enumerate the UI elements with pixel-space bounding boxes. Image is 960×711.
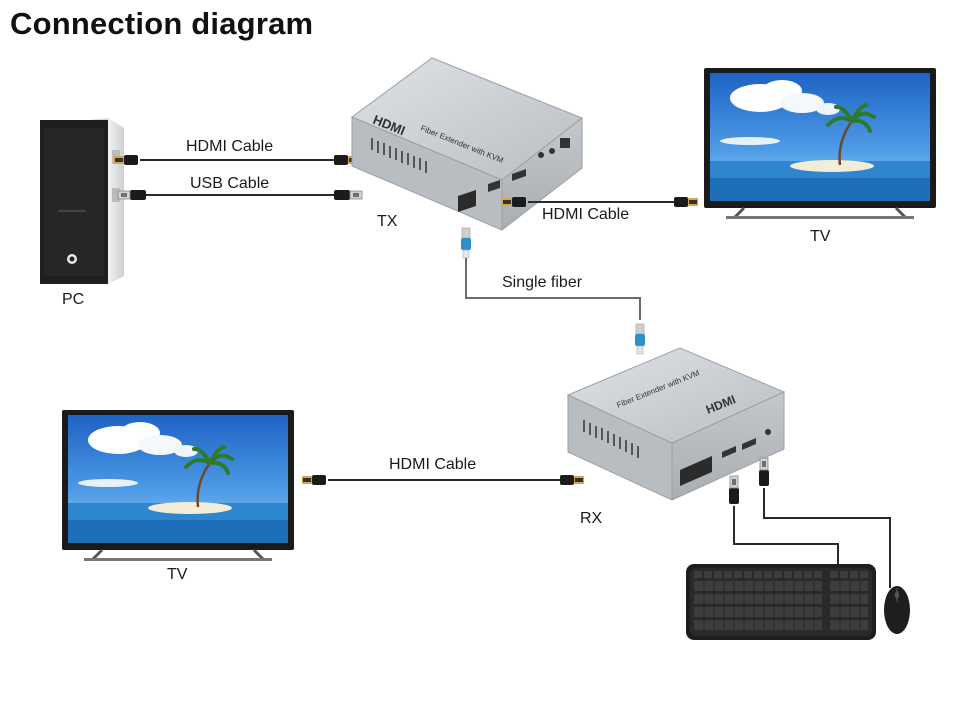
hdmi-cable-tv-bottom-label: HDMI Cable xyxy=(389,456,477,473)
tv-bottom-icon xyxy=(62,410,294,561)
hdmi-cable-pc-label: HDMI Cable xyxy=(186,138,274,155)
tv-bottom-label: TV xyxy=(167,566,188,583)
tv-top-icon xyxy=(704,68,936,219)
hdmi-cable-tv-top xyxy=(502,197,698,207)
rx-label: RX xyxy=(580,510,603,527)
usb-cable-mouse xyxy=(758,457,891,588)
single-fiber-cable xyxy=(460,227,646,355)
hdmi-cable-pc xyxy=(114,155,358,165)
mouse-icon xyxy=(884,586,910,634)
keyboard-icon xyxy=(686,564,876,640)
tx-label: TX xyxy=(377,213,398,230)
rx-extender-device xyxy=(566,347,786,501)
tx-extender-device xyxy=(350,57,583,232)
page-title: Connection diagram xyxy=(10,6,314,41)
pc-label: PC xyxy=(62,291,85,308)
usb-cable-pc xyxy=(117,189,363,201)
usb-cable-label: USB Cable xyxy=(190,175,270,192)
pc-tower-icon xyxy=(40,118,124,284)
single-fiber-label: Single fiber xyxy=(502,274,583,291)
tv-top-label: TV xyxy=(810,228,831,245)
hdmi-cable-tv-bottom xyxy=(302,475,584,485)
hdmi-cable-tv-top-label: HDMI Cable xyxy=(542,206,630,223)
usb-cable-keyboard xyxy=(728,475,839,566)
